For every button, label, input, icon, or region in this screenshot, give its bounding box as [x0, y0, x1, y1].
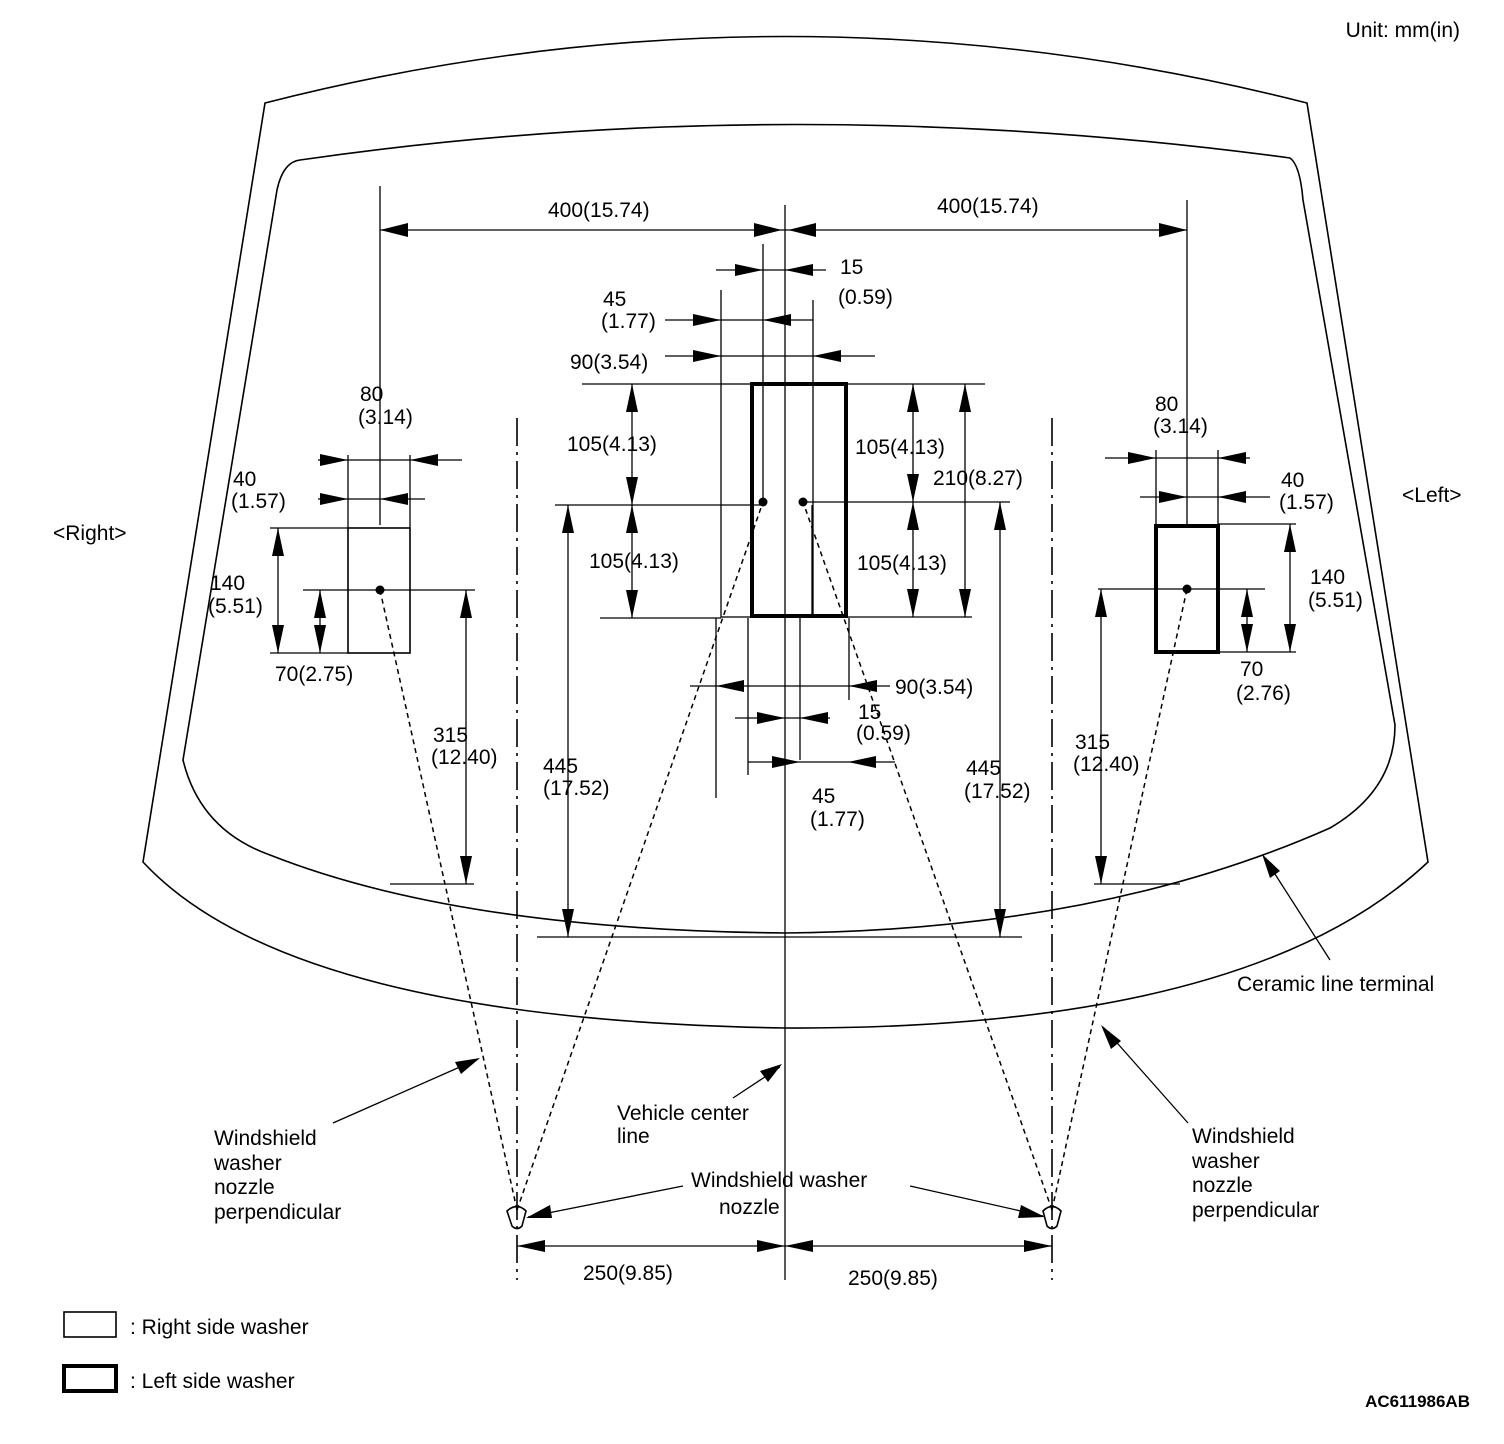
- spray-right-center: [516, 501, 764, 1211]
- label-left-side: <Left>: [1402, 484, 1462, 507]
- callout-perp-right-3: nozzle: [214, 1176, 275, 1199]
- callout-perp-right-4: perpendicular: [214, 1201, 341, 1224]
- dim-250-right: 250(9.85): [583, 1262, 673, 1285]
- figure-code: AC611986AB: [1365, 1392, 1470, 1411]
- dim-105-right-lower: 105(4.13): [857, 552, 947, 575]
- dim-right-315-a: 315: [433, 724, 468, 747]
- legend-swatch-right-washer: [63, 1311, 117, 1338]
- dim-left-40-a: 40: [1281, 469, 1304, 492]
- callout-perp-right-1: Windshield: [214, 1127, 317, 1150]
- dim-right-80-a: 80: [360, 383, 383, 406]
- dim-15-top-b: (0.59): [838, 286, 893, 309]
- dim-105-right-upper: 105(4.13): [855, 436, 945, 459]
- dim-left-140-a: 140: [1310, 566, 1345, 589]
- dim-right-40-b: (1.57): [231, 490, 286, 513]
- dim-400-right: 400(15.74): [548, 199, 650, 222]
- dim-250-left: 250(9.85): [848, 1267, 938, 1290]
- ceramic-line: [182, 123, 1396, 934]
- label-right-side: <Right>: [53, 522, 127, 545]
- dim-right-140-a: 140: [210, 572, 245, 595]
- legend-right-washer: : Right side washer: [130, 1316, 309, 1339]
- dim-15-bottom-b: (0.59): [856, 722, 911, 745]
- dim-400-left: 400(15.74): [937, 195, 1039, 218]
- dim-left-80-a: 80: [1155, 393, 1178, 416]
- dim-left-80-b: (3.14): [1153, 415, 1208, 438]
- dim-90-top: 90(3.54): [570, 351, 648, 374]
- callout-center-line-b: line: [617, 1125, 650, 1148]
- dim-45-bottom-a: 45: [812, 785, 835, 808]
- callout-nozzle-b: nozzle: [719, 1196, 780, 1219]
- dim-left-315-b: (12.40): [1073, 753, 1140, 776]
- washer-nozzle-left: [1042, 1205, 1062, 1230]
- spray-left-center: [802, 501, 1053, 1211]
- spray-right-outer: [379, 589, 518, 1211]
- dim-left-70-a: 70: [1240, 658, 1263, 681]
- dim-right-140-b: (5.51): [208, 595, 263, 618]
- dim-445-right-b: (17.52): [964, 780, 1031, 803]
- dim-right-315-b: (12.40): [431, 746, 498, 769]
- unit-label: Unit: mm(in): [1346, 19, 1460, 42]
- dim-445-left-a: 445: [543, 755, 578, 778]
- center-target-point-right: [758, 497, 768, 507]
- dim-105-left-upper: 105(4.13): [567, 433, 657, 456]
- callout-nozzle-a: Windshield washer: [691, 1169, 867, 1192]
- callout-perp-left-2: washer: [1191, 1150, 1260, 1173]
- dim-445-left-b: (17.52): [543, 777, 610, 800]
- windshield-outline: [142, 35, 1429, 1029]
- dim-445-right-a: 445: [966, 757, 1001, 780]
- spray-left-outer: [1051, 588, 1188, 1211]
- dim-210: 210(8.27): [933, 467, 1023, 490]
- dim-right-40-a: 40: [233, 468, 256, 491]
- callout-perp-left-1: Windshield: [1192, 1125, 1295, 1148]
- dim-left-40-b: (1.57): [1279, 491, 1334, 514]
- callout-ceramic-line: Ceramic line terminal: [1237, 973, 1434, 996]
- dim-15-top-a: 15: [840, 256, 863, 279]
- dim-left-140-b: (5.51): [1308, 589, 1363, 612]
- dim-15-bottom-a: 15: [858, 701, 881, 724]
- callout-perp-left-3: nozzle: [1192, 1174, 1253, 1197]
- washer-nozzle-right: [506, 1205, 527, 1230]
- dim-45-top-a: 45: [603, 288, 626, 311]
- callout-center-line-a: Vehicle center: [617, 1102, 749, 1125]
- callout-perp-left-4: perpendicular: [1192, 1199, 1319, 1222]
- dim-105-left-lower: 105(4.13): [589, 550, 679, 573]
- dim-45-bottom-b: (1.77): [810, 808, 865, 831]
- dim-45-top-b: (1.77): [601, 310, 656, 333]
- dim-left-315-a: 315: [1075, 731, 1110, 754]
- dim-90-bottom: 90(3.54): [895, 676, 973, 699]
- legend-swatch-left-washer: [62, 1364, 118, 1393]
- callout-perp-right-2: washer: [213, 1152, 282, 1175]
- legend-left-washer: : Left side washer: [130, 1370, 295, 1393]
- dim-right-80-b: (3.14): [358, 406, 413, 429]
- dim-right-70: 70(2.75): [275, 663, 353, 686]
- dim-left-70-b: (2.76): [1236, 682, 1291, 705]
- center-target-left-washer: [750, 382, 848, 618]
